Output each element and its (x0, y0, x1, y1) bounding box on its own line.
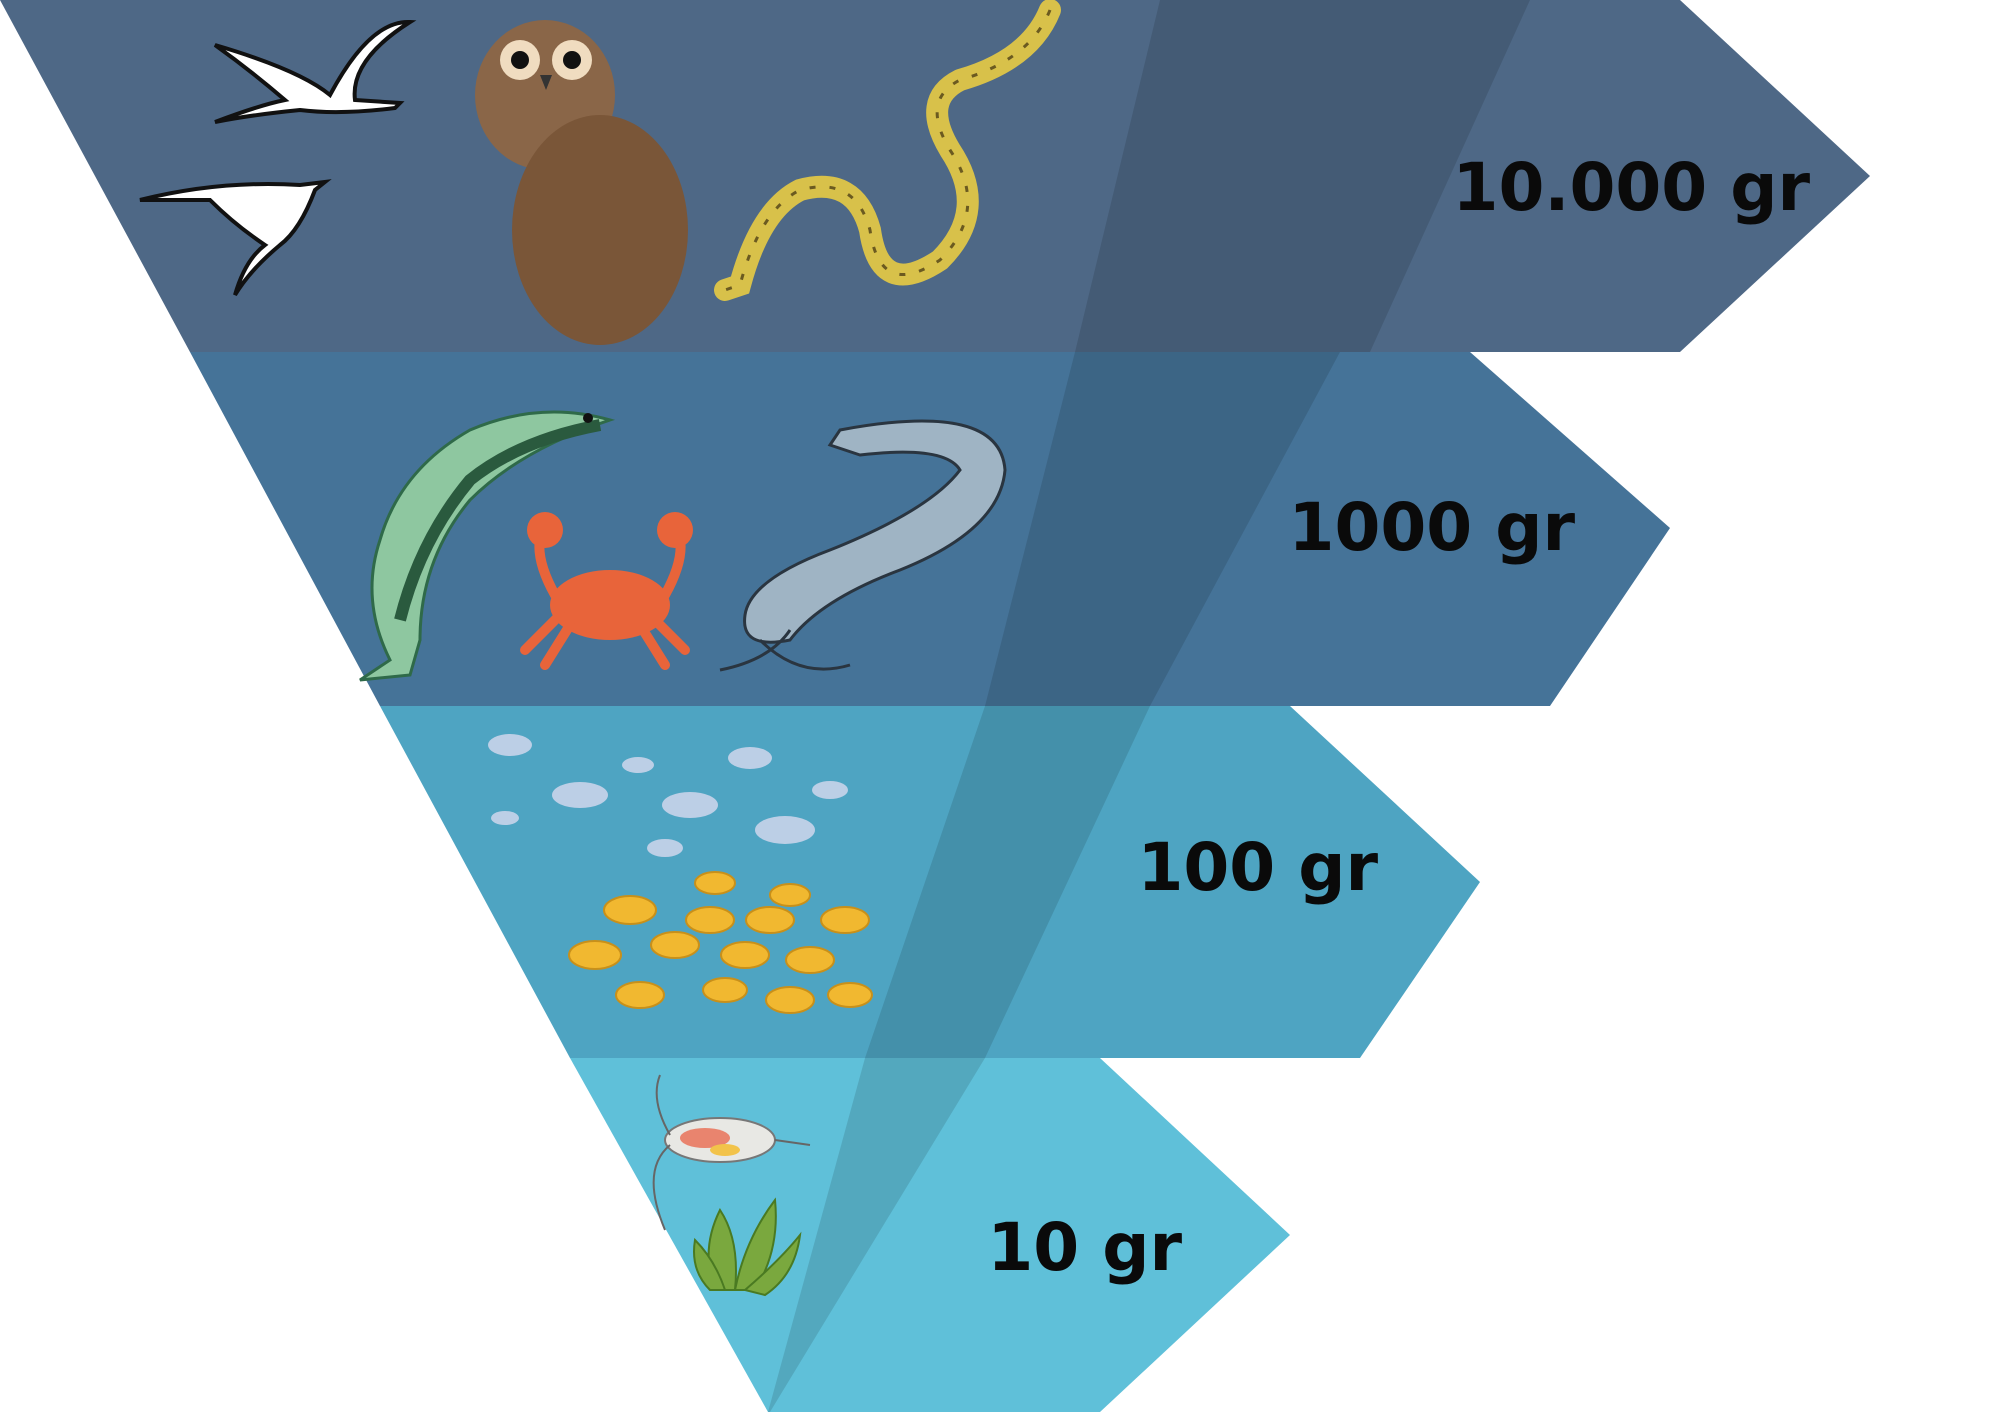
level-1-label: 10.000 gr (1453, 149, 1811, 226)
snake-icon (714, 0, 1061, 301)
level-2-label: 1000 gr (1289, 489, 1576, 566)
level-3-shadow (865, 706, 1150, 1058)
crab-icon (520, 512, 693, 670)
level-4-label: 10 gr (987, 1209, 1182, 1286)
owl-icon (475, 20, 688, 345)
level-3-label: 100 gr (1137, 829, 1378, 906)
catfish-icon (719, 419, 1007, 672)
yellow-fish-school-icon (568, 871, 873, 1014)
level-3 (380, 706, 1480, 1058)
seaweed-icon (693, 1197, 802, 1297)
level-1-shadow (1075, 0, 1530, 352)
level-3-band (380, 706, 1480, 1058)
seagull-icon (139, 19, 417, 297)
level-4 (570, 1058, 1290, 1412)
level-2-shadow (985, 352, 1340, 706)
level-1 (0, 0, 1870, 352)
bass-fish-icon (359, 410, 616, 682)
zooplankton-icon (652, 1074, 811, 1231)
level-4-shadow (768, 1058, 985, 1412)
level-1-band (0, 0, 1870, 352)
small-fish-school-icon (488, 734, 848, 857)
